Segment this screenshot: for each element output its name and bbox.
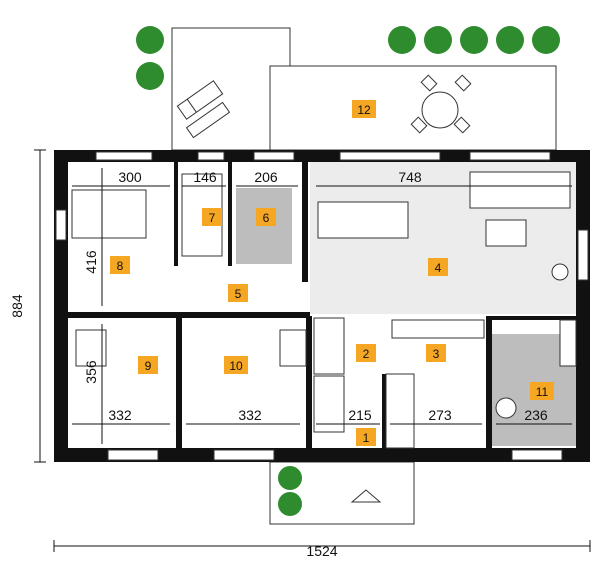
round-table-icon bbox=[421, 91, 459, 129]
room-label-9: 9 bbox=[138, 356, 158, 374]
dimension-lines bbox=[34, 149, 591, 552]
dim-bath-top: 206 bbox=[254, 169, 278, 185]
dim-bedroom-top: 300 bbox=[118, 169, 142, 185]
room-label-4: 4 bbox=[428, 258, 448, 276]
dim-bedroom-side: 416 bbox=[83, 250, 99, 274]
tree-icon bbox=[136, 26, 560, 516]
dim-wardrobe-top: 146 bbox=[193, 169, 217, 185]
terrace-right bbox=[269, 65, 557, 151]
svg-text:3: 3 bbox=[433, 347, 440, 361]
room-label-6: 6 bbox=[256, 208, 276, 226]
svg-text:2: 2 bbox=[363, 347, 370, 361]
room-label-2: 2 bbox=[356, 344, 376, 362]
dim-room9-side: 356 bbox=[83, 360, 99, 384]
windows bbox=[55, 151, 589, 461]
dim-stair-bottom: 215 bbox=[348, 407, 372, 423]
room-label-7: 7 bbox=[202, 208, 222, 226]
room-label-12: 12 bbox=[352, 100, 376, 118]
chair-icon bbox=[410, 74, 472, 134]
room-label-8: 8 bbox=[110, 256, 130, 274]
overall-depth-label: 884 bbox=[9, 294, 25, 318]
svg-text:1: 1 bbox=[363, 431, 370, 445]
entrance-arrow-icon bbox=[350, 489, 382, 503]
room-label-11: 11 bbox=[530, 382, 554, 400]
sun-lounger-icon bbox=[185, 101, 231, 139]
svg-text:12: 12 bbox=[357, 103, 371, 117]
svg-text:9: 9 bbox=[145, 359, 152, 373]
room-label-3: 3 bbox=[426, 344, 446, 362]
dim-kitchen-bottom: 273 bbox=[428, 407, 452, 423]
sun-lounger-icon bbox=[176, 80, 224, 120]
dim-room10-bottom: 332 bbox=[238, 407, 262, 423]
room-label-5: 5 bbox=[228, 284, 248, 302]
dim-room9-bottom: 332 bbox=[108, 407, 132, 423]
svg-text:10: 10 bbox=[229, 359, 243, 373]
room-label-1: 1 bbox=[356, 428, 376, 446]
overall-width-label: 1524 bbox=[306, 543, 337, 559]
svg-text:4: 4 bbox=[435, 261, 442, 275]
svg-text:8: 8 bbox=[117, 259, 124, 273]
dim-living-top: 748 bbox=[398, 169, 422, 185]
svg-text:11: 11 bbox=[536, 385, 549, 399]
svg-text:6: 6 bbox=[263, 211, 270, 225]
svg-text:7: 7 bbox=[209, 211, 216, 225]
svg-text:5: 5 bbox=[235, 287, 242, 301]
dim-room11-bottom: 236 bbox=[524, 407, 548, 423]
room-label-10: 10 bbox=[224, 356, 248, 374]
furniture bbox=[71, 171, 577, 449]
